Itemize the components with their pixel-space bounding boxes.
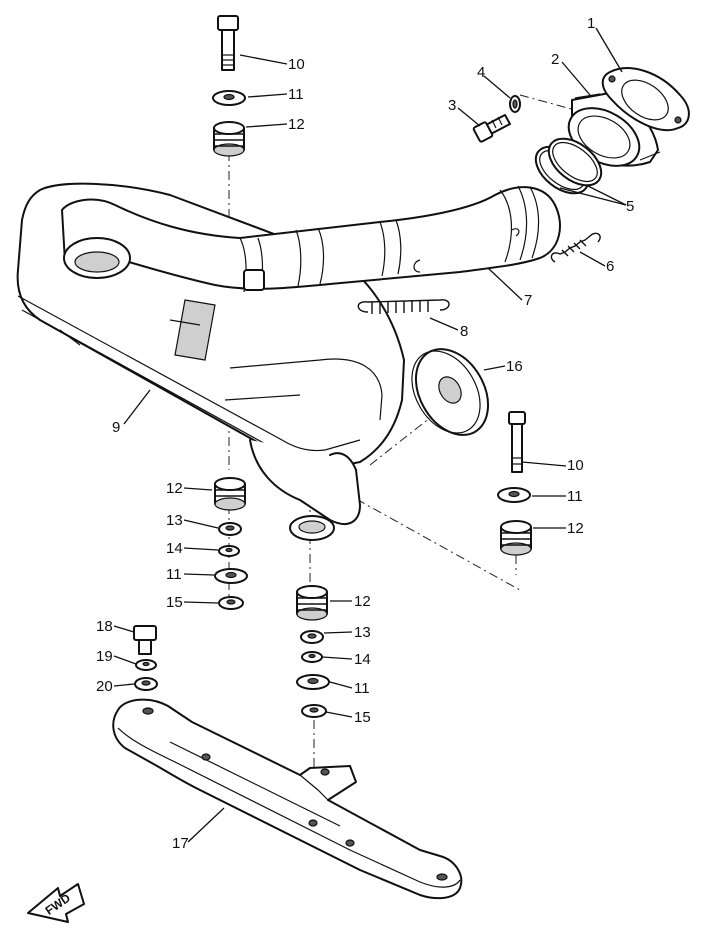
forward-direction-arrow: FWD	[27, 883, 85, 923]
washer-11-right	[497, 487, 531, 503]
callout-11-center: 11	[354, 680, 370, 697]
bolt-10-right	[508, 411, 526, 473]
callout-15-center: 15	[354, 709, 371, 726]
callout-19: 19	[96, 648, 113, 665]
callout-1: 1	[587, 15, 595, 32]
callout-2: 2	[551, 51, 559, 68]
callout-7: 7	[524, 292, 532, 309]
callout-6: 6	[606, 258, 614, 275]
callout-14-center: 14	[354, 651, 371, 668]
callout-18: 18	[96, 618, 113, 635]
callout-14-left: 14	[166, 540, 183, 557]
flange-washer	[509, 95, 521, 113]
callout-17: 17	[172, 835, 189, 852]
callout-16: 16	[506, 358, 523, 375]
damper-rubber	[411, 348, 490, 436]
washer-20	[134, 677, 158, 691]
spring-6	[550, 232, 601, 263]
callout-11-right: 11	[567, 488, 583, 505]
leader-lines	[113, 27, 627, 843]
callout-4: 4	[477, 64, 485, 81]
flange-bolt	[472, 114, 511, 143]
collar-13-center	[300, 630, 324, 644]
callout-3: 3	[448, 97, 456, 114]
callout-12-upper: 12	[288, 116, 305, 133]
damper-12-right	[500, 520, 532, 556]
callout-12-right: 12	[567, 520, 584, 537]
washer-11-left	[214, 568, 248, 584]
callout-5: 5	[626, 198, 634, 215]
muffler-bracket	[112, 698, 463, 900]
washer-14-left	[218, 545, 240, 557]
collar-13-left	[218, 522, 242, 536]
callout-12-left: 12	[166, 480, 183, 497]
callout-9: 9	[112, 419, 120, 436]
damper-12-left-lower	[214, 477, 246, 511]
bolt-18	[133, 625, 157, 655]
spring-8	[357, 299, 450, 314]
callout-20: 20	[96, 678, 113, 695]
callout-10-upper: 10	[288, 56, 305, 73]
exhaust-pipe	[61, 185, 561, 293]
callout-labels: 1 2 4 10 11 12 3 5 6 7 8 16 9 10 11 12 1…	[96, 15, 634, 852]
callout-12-center: 12	[354, 593, 371, 610]
seal-rings	[534, 137, 603, 195]
callout-13-left: 13	[166, 512, 183, 529]
damper-12-upper	[213, 121, 245, 157]
exhaust-gasket	[601, 67, 690, 131]
callout-11-upper: 11	[288, 86, 304, 103]
bolt-10-upper	[217, 15, 239, 71]
washer-11-center	[296, 674, 330, 690]
callout-8: 8	[460, 323, 468, 340]
washer-14-center	[301, 651, 323, 663]
callout-13-center: 13	[354, 624, 371, 641]
lock-washer-19	[135, 659, 157, 671]
washer-11-upper	[212, 90, 246, 106]
nut-15-left	[218, 596, 244, 610]
callout-15-left: 15	[166, 594, 183, 611]
damper-12-center	[296, 585, 328, 621]
nut-15-center	[301, 704, 327, 718]
callout-11-left: 11	[166, 566, 182, 583]
callout-10-right: 10	[567, 457, 584, 474]
